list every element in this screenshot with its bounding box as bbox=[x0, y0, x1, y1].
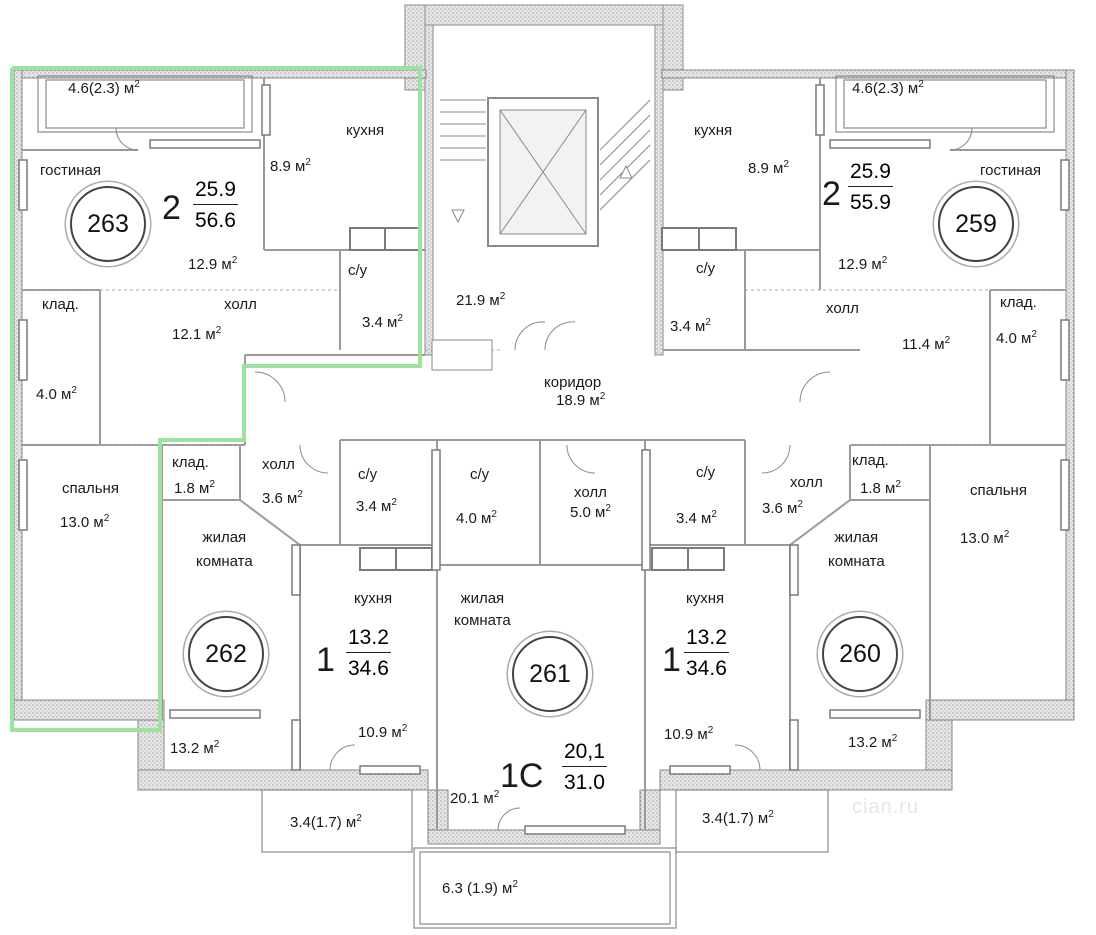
bath-263-label: с/у bbox=[348, 262, 368, 279]
bedroom-263-area: 13.0 м2 bbox=[60, 513, 110, 532]
kitchen-260-label: кухня bbox=[686, 590, 725, 607]
storage-262-area: 1.8 м2 bbox=[174, 479, 215, 498]
apt-263-rooms: 2 bbox=[162, 189, 181, 227]
living-263-label: гостиная bbox=[40, 162, 101, 179]
bath-259-label: с/у bbox=[696, 260, 716, 277]
apt-259-rooms: 2 bbox=[822, 175, 841, 213]
stair-area: 21.9 м2 bbox=[456, 291, 506, 310]
kitchen-262-area: 10.9 м2 bbox=[358, 723, 408, 742]
bath-262-label: с/у bbox=[358, 466, 378, 483]
apt-262-rooms: 1 bbox=[316, 641, 335, 679]
bath-263-area: 3.4 м2 bbox=[362, 313, 403, 332]
hall-261-area: 5.0 м2 bbox=[570, 503, 611, 522]
hall-259-label: холл bbox=[826, 300, 859, 317]
living-263-area: 12.9 м2 bbox=[188, 255, 238, 274]
hall-260-area: 3.6 м2 bbox=[762, 499, 803, 518]
apt-261-rooms: 1C bbox=[500, 757, 544, 795]
living-260-area: 13.2 м2 bbox=[848, 733, 898, 752]
bedroom-263-label: спальня bbox=[62, 480, 119, 497]
selected-apartment-outline bbox=[10, 66, 422, 732]
hall-262-area: 3.6 м2 bbox=[262, 489, 303, 508]
living-259-label: гостиная bbox=[980, 162, 1041, 179]
apt-261-number: 261 bbox=[512, 636, 588, 712]
bath-262-area: 3.4 м2 bbox=[356, 497, 397, 516]
door-swings bbox=[115, 127, 973, 831]
hall-262-label: холл bbox=[262, 456, 295, 473]
bath-260-area: 3.4 м2 bbox=[676, 509, 717, 528]
balcony-260-area: 3.4(1.7) м2 bbox=[702, 809, 774, 828]
storage-262-label: клад. bbox=[172, 454, 209, 471]
zone-lines bbox=[22, 289, 1066, 446]
storage-260-label: клад. bbox=[852, 452, 889, 469]
apt-263-number: 263 bbox=[70, 186, 146, 262]
hall-263-label: холл bbox=[224, 296, 257, 313]
balcony-261-area: 6.3 (1.9) м2 bbox=[442, 879, 518, 898]
living-261-area: 20.1 м2 bbox=[450, 789, 500, 808]
watermark: cian.ru bbox=[852, 796, 920, 818]
storage-260-area: 1.8 м2 bbox=[860, 479, 901, 498]
kitchen-259-area: 8.9 м2 bbox=[748, 159, 789, 178]
stair-elevator bbox=[431, 97, 651, 371]
hall-263-area: 12.1 м2 bbox=[172, 325, 222, 344]
apt-260-number: 260 bbox=[822, 616, 898, 692]
living-262-area: 13.2 м2 bbox=[170, 739, 220, 758]
hall-259-area: 11.4 м2 bbox=[902, 335, 951, 354]
bath-261-label: с/у bbox=[470, 466, 490, 483]
bath-261-area: 4.0 м2 bbox=[456, 509, 497, 528]
bath-259-area: 3.4 м2 bbox=[670, 317, 711, 336]
bath-260-label: с/у bbox=[696, 464, 716, 481]
hall-260-label: холл bbox=[790, 474, 823, 491]
hall-261-label: холл bbox=[574, 484, 607, 501]
kitchen-262-label: кухня bbox=[354, 590, 393, 607]
exterior-walls bbox=[13, 69, 1075, 845]
bedroom-259-area: 13.0 м2 bbox=[960, 529, 1010, 548]
storage-263-area: 4.0 м2 bbox=[36, 385, 77, 404]
apt-259-number: 259 bbox=[938, 186, 1014, 262]
bedroom-259-label: спальня bbox=[970, 482, 1027, 499]
kitchen-259-label: кухня bbox=[694, 122, 733, 139]
storage-263-label: клад. bbox=[42, 296, 79, 313]
kitchen-260-area: 10.9 м2 bbox=[664, 725, 714, 744]
kitchen-263-area: 8.9 м2 bbox=[270, 157, 311, 176]
corridor-label: коридор bbox=[544, 374, 602, 391]
apt-262-number: 262 bbox=[188, 616, 264, 692]
vent-blocks bbox=[349, 227, 737, 571]
apt-260-rooms: 1 bbox=[662, 641, 681, 679]
balcony-263-area: 4.6(2.3) м2 bbox=[68, 79, 140, 98]
balcony-259-area: 4.6(2.3) м2 bbox=[852, 79, 924, 98]
balconies bbox=[37, 75, 1055, 929]
balcony-262-area: 3.4(1.7) м2 bbox=[290, 813, 362, 832]
windows bbox=[18, 84, 1070, 835]
storage-259-label: клад. bbox=[1000, 294, 1037, 311]
corridor-area: 18.9 м2 bbox=[556, 391, 606, 410]
kitchen-263-label: кухня bbox=[346, 122, 385, 139]
storage-259-area: 4.0 м2 bbox=[996, 329, 1037, 348]
living-259-area: 12.9 м2 bbox=[838, 255, 888, 274]
